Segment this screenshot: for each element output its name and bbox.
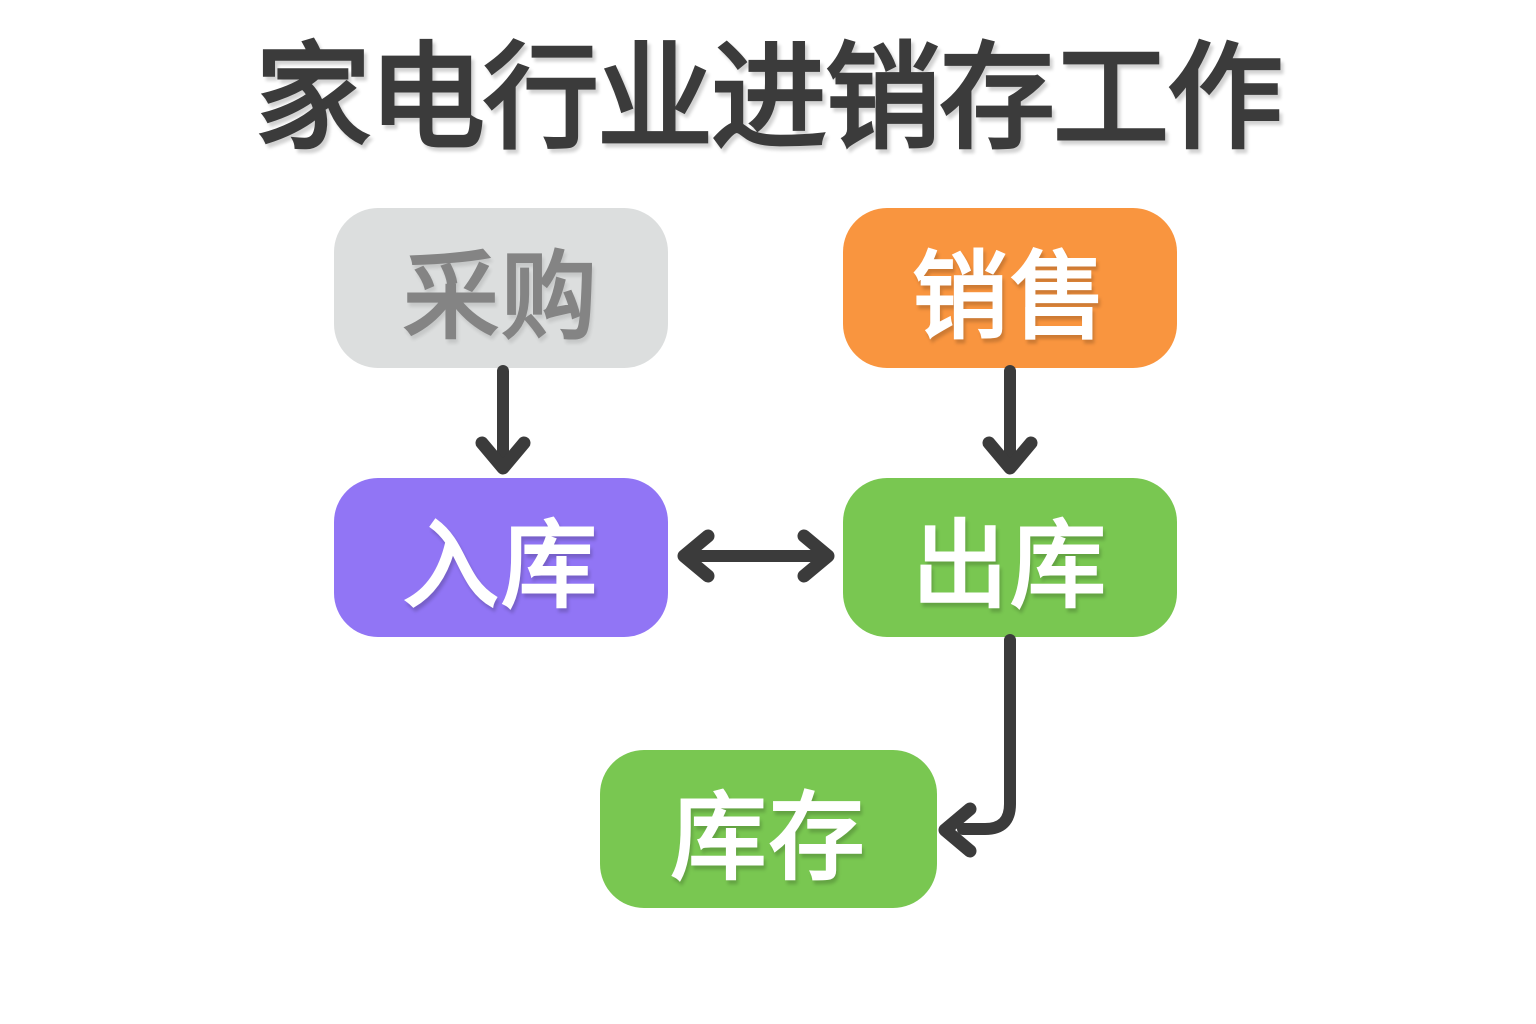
node-inventory: 库存: [600, 750, 937, 908]
arrow-purchase-to-inbound: [475, 365, 531, 475]
node-inventory-label: 库存: [670, 784, 867, 892]
node-purchase: 采购: [334, 208, 668, 368]
node-outbound-label: 出库: [912, 513, 1108, 620]
diagram-title: 家电行业进销存工作: [255, 33, 1283, 163]
node-sales: 销售: [843, 208, 1177, 368]
node-inbound: 入库: [334, 478, 668, 637]
node-outbound: 出库: [843, 478, 1177, 637]
node-sales-label: 销售: [912, 243, 1108, 351]
node-purchase-label: 采购: [403, 243, 599, 351]
arrow-outbound-to-inventory: [938, 634, 1016, 858]
arrow-sales-to-outbound: [982, 365, 1038, 475]
node-inbound-label: 入库: [403, 513, 599, 620]
arrow-inbound-outbound-bidirectional: [677, 529, 835, 583]
